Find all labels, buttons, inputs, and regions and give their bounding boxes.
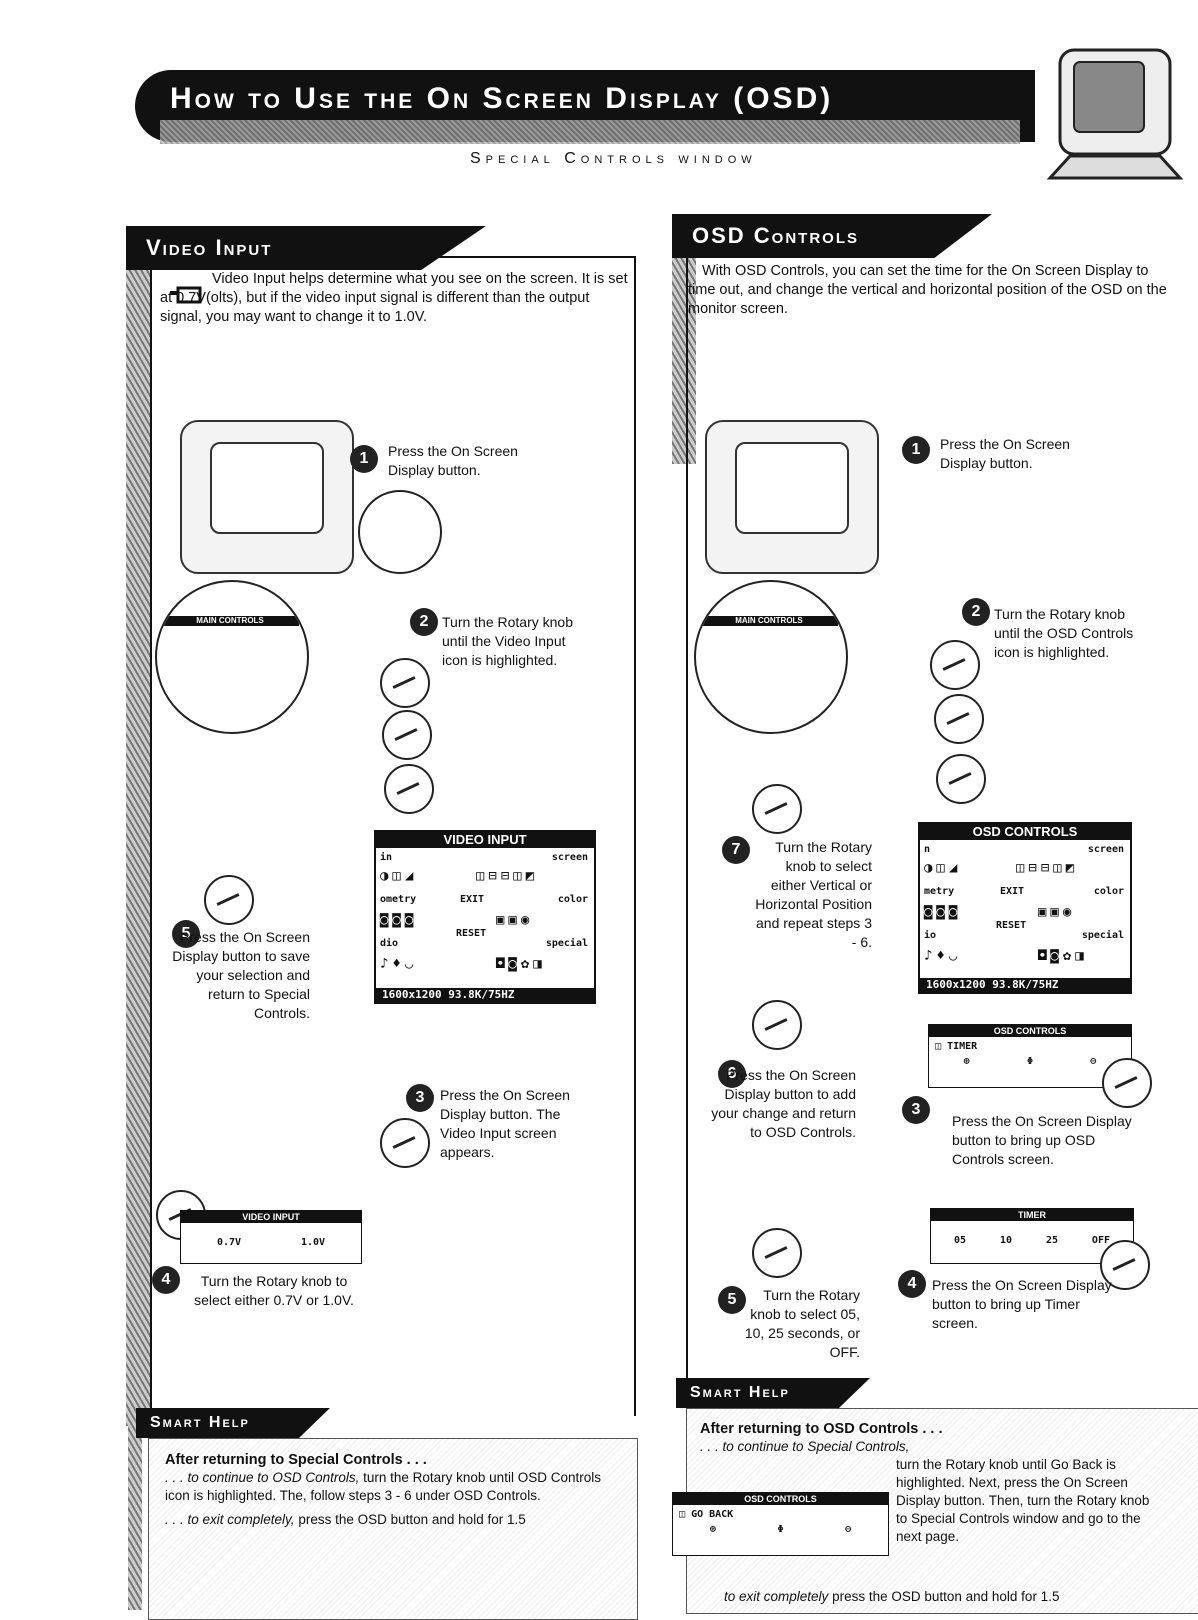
smart-help-right-instructions: turn the Rotary knob until Go Back is hi… <box>896 1457 1150 1544</box>
osd-step-7: Turn the Rotary knob to select either Ve… <box>755 839 872 950</box>
osd-controls-heading: OSD Controls <box>672 214 992 258</box>
smart-help-right-subheading: After returning to OSD Controls . . . <box>700 1421 943 1437</box>
timer-option: 25 <box>1045 1235 1058 1246</box>
step-1-marker: 1 <box>902 436 930 464</box>
go-back-icon: ◫ <box>679 1509 686 1520</box>
rotary-knob-icon <box>752 784 802 834</box>
button-closeup <box>1102 1058 1152 1108</box>
timer-option: OFF <box>1091 1235 1110 1246</box>
osd-step-5: Turn the Rotary knob to select 05, 10, 2… <box>744 1287 860 1360</box>
step-4-marker: 4 <box>152 1266 180 1294</box>
smart-help-left-heading: Smart Help <box>136 1408 330 1438</box>
video-step-3: Press the On Screen Display button. The … <box>440 1087 570 1160</box>
go-back-label: GO BACK <box>691 1509 734 1520</box>
video-input-heading: Video Input <box>126 226 486 270</box>
panel-border-right <box>634 256 636 1416</box>
video-step-1: Press the On Screen Display button. <box>388 443 518 478</box>
section-edge-texture <box>126 226 150 1426</box>
video-input-osd-screen: VIDEO INPUT in screen ◑◫◢ ◫⊟⊟◫◩ ometry c… <box>374 830 596 1004</box>
button-closeup <box>204 875 254 925</box>
smart-help-edge-texture <box>128 1410 142 1610</box>
rotary-knob-icon <box>384 764 434 814</box>
button-closeup <box>752 1000 802 1050</box>
horizontal-position-icon: ⊖ <box>1090 1056 1097 1067</box>
osd-step-2: Turn the Rotary knob until the OSD Contr… <box>994 606 1134 660</box>
step-7-marker: 7 <box>722 836 750 864</box>
page-title: How to Use the On Screen Display (OSD) <box>170 82 834 115</box>
rotary-knob-icon <box>934 694 984 744</box>
page-subtitle: Special Controls window <box>470 150 757 167</box>
step-6-marker: 6 <box>718 1060 746 1088</box>
option-0-7v: 0.7V <box>216 1237 242 1248</box>
rotary-knob-icon <box>752 1228 802 1278</box>
step-3-marker: 3 <box>406 1084 434 1112</box>
timer-option: 10 <box>999 1235 1012 1246</box>
video-input-intro: Video Input helps determine what you see… <box>160 271 628 325</box>
step-5-marker: 5 <box>718 1286 746 1314</box>
smart-help-left-subheading: After returning to Special Controls . . … <box>165 1452 427 1468</box>
monitor-illustration <box>180 420 354 574</box>
osd-controls-intro: With OSD Controls, you can set the time … <box>688 263 1167 317</box>
timer-option: 05 <box>953 1235 967 1246</box>
osd-controls-screen: OSD CONTROLS n screen ◑◫◢ ◫⊟⊟◫◩ metry co… <box>918 822 1132 994</box>
horizontal-position-icon: ⊖ <box>845 1524 852 1535</box>
video-input-mini-screen: VIDEO INPUT 0.7V 1.0V <box>180 1210 362 1264</box>
monitor-icon <box>1046 48 1184 180</box>
banner-texture <box>160 120 1020 144</box>
button-closeup <box>358 490 442 574</box>
video-input-icon <box>170 286 202 304</box>
smart-help-right-exit: to exit completely press the OSD button … <box>724 1589 1060 1604</box>
rotary-knob-icon <box>930 640 980 690</box>
smart-help-left-box: After returning to Special Controls . . … <box>148 1438 638 1620</box>
timer-icon: ◫ <box>935 1041 942 1052</box>
go-back-mini-screen: OSD CONTROLS ◫ GO BACK ⊕ Φ ⊖ <box>672 1492 889 1556</box>
panel-border-left <box>150 256 152 1416</box>
step-2-marker: 2 <box>410 608 438 636</box>
rotary-knob-icon <box>380 658 430 708</box>
osd-step-3: Press the On Screen Display button to br… <box>952 1113 1132 1167</box>
button-closeup <box>380 1118 430 1168</box>
menu-closeup: MAIN CONTROLS <box>694 580 848 734</box>
osd-step-4: Press the On Screen Display button to br… <box>932 1277 1112 1331</box>
rotary-knob-icon <box>382 710 432 760</box>
step-4-marker: 4 <box>898 1270 926 1298</box>
option-1-0v: 1.0V <box>300 1237 326 1248</box>
rotary-knob-icon <box>936 754 986 804</box>
monitor-illustration <box>705 420 879 574</box>
video-step-4: Turn the Rotary knob to select either 0.… <box>194 1273 354 1308</box>
button-closeup <box>1100 1240 1150 1290</box>
step-1-marker: 1 <box>350 445 378 473</box>
step-5-marker: 5 <box>172 920 200 948</box>
panel-border-top <box>150 256 636 258</box>
osd-controls-mini-screen: OSD CONTROLS ◫ TIMER ⊕ Φ ⊖ <box>928 1024 1132 1088</box>
video-step-2: Turn the Rotary knob until the Video Inp… <box>442 614 573 668</box>
vertical-position-icon: Φ <box>1026 1056 1033 1067</box>
osd-step-1: Press the On Screen Display button. <box>940 436 1070 471</box>
smart-help-right-heading: Smart Help <box>676 1378 870 1408</box>
timer-label: TIMER <box>947 1041 978 1052</box>
osd-step-6: Press the On Screen Display button to ad… <box>711 1067 856 1140</box>
clock-icon: ⊕ <box>709 1524 716 1535</box>
menu-closeup: MAIN CONTROLS <box>155 580 309 734</box>
smart-help-right-text: After returning to OSD Controls . . . . … <box>700 1420 1150 1456</box>
video-step-5: Press the On Screen Display button to sa… <box>172 929 310 1021</box>
clock-icon: ⊕ <box>963 1056 970 1067</box>
step-3-marker: 3 <box>902 1096 930 1124</box>
step-2-marker: 2 <box>962 598 990 626</box>
vertical-position-icon: Φ <box>777 1524 784 1535</box>
timer-mini-screen: TIMER 05 10 25 OFF <box>930 1208 1134 1264</box>
panel-border-left <box>686 248 688 1384</box>
